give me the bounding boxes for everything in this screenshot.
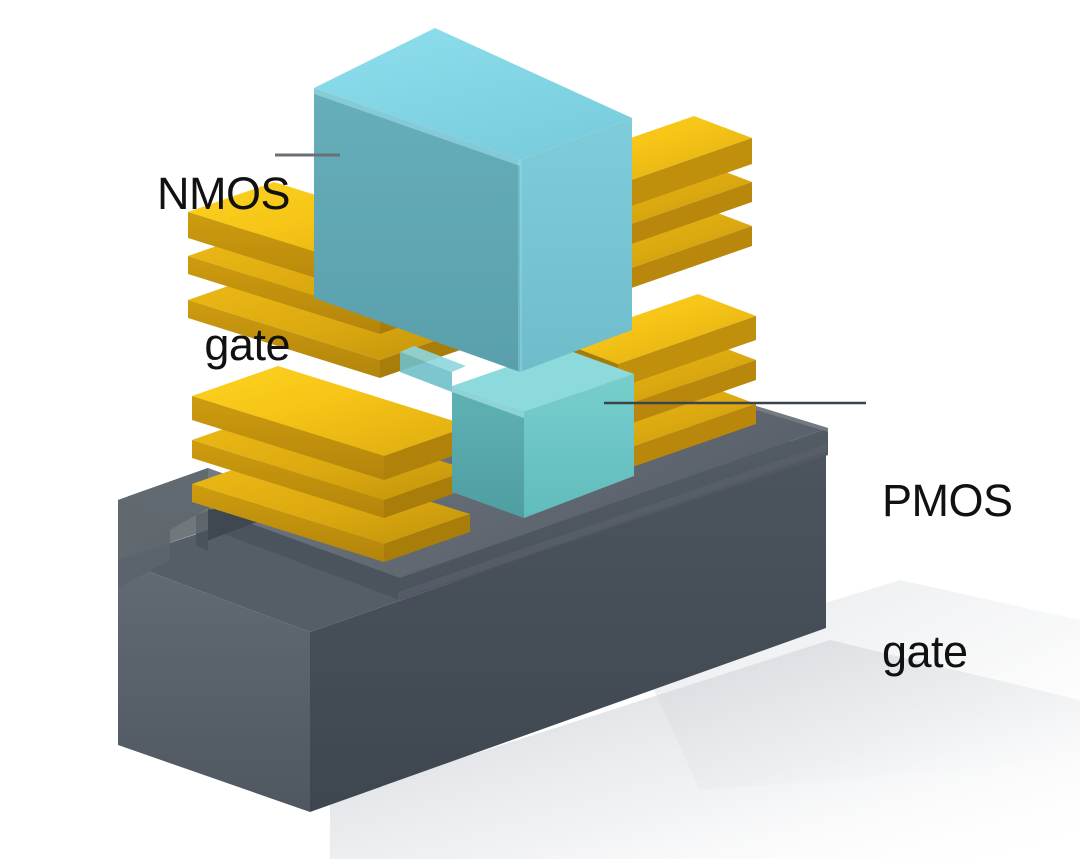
- gate-connector-sliver: [400, 346, 466, 392]
- leader-lines: [275, 153, 866, 405]
- nmos-gate-block: [314, 28, 632, 372]
- pmos-gate-label: PMOS gate: [882, 375, 1080, 778]
- nmos-gate-label: NMOS gate: [90, 68, 291, 471]
- nanosheet-stack-pmos-left: [192, 366, 470, 562]
- nanosheet: [192, 366, 470, 480]
- pmos-label-line1: PMOS: [882, 474, 1013, 526]
- nmos-label-line2: gate: [204, 318, 290, 370]
- nmos-label-line1: NMOS: [157, 167, 291, 219]
- pmos-label-line2: gate: [882, 625, 968, 677]
- pmos-gate-block: [452, 348, 634, 518]
